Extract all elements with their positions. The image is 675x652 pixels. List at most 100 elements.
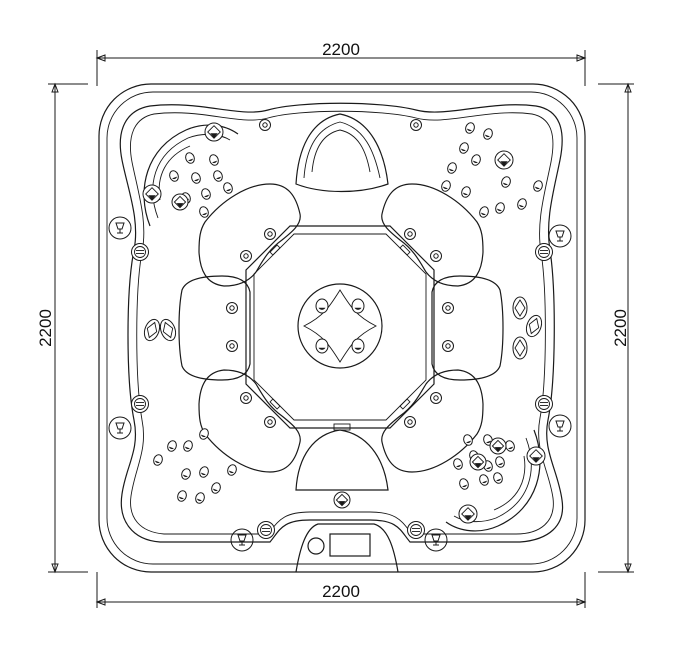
jet-small — [181, 468, 191, 480]
jet-foot — [351, 298, 365, 314]
jet-round — [226, 340, 238, 352]
air-valve-icon — [407, 521, 425, 539]
air-valve-icon — [535, 395, 553, 413]
jet-small — [177, 490, 187, 502]
jet-small — [223, 182, 233, 194]
jet-round — [264, 228, 276, 240]
dimension-left-label: 2200 — [36, 309, 55, 347]
jet-round — [442, 302, 454, 314]
seat-top-left — [198, 183, 301, 287]
jet-small — [183, 440, 193, 452]
cup-holder-icon — [230, 528, 254, 552]
jet-small — [153, 454, 163, 466]
dimension-bottom: 2200 — [95, 572, 587, 608]
jet-small — [191, 172, 201, 184]
jet-small — [201, 188, 211, 200]
control-panel — [295, 523, 399, 573]
jet-round — [264, 416, 276, 428]
footrest-bottom — [295, 423, 389, 491]
jet-small — [227, 464, 237, 476]
jet-round — [442, 340, 454, 352]
jet-small — [459, 142, 469, 154]
jet-round — [240, 392, 252, 404]
jet-small — [471, 154, 481, 166]
jet-small — [493, 472, 503, 484]
cup-holder-icon — [424, 528, 448, 552]
center-foot-jet — [297, 283, 383, 369]
dimension-bottom-label: 2200 — [322, 582, 360, 601]
jet-round — [240, 250, 252, 262]
jet-diamond — [494, 150, 514, 170]
jet-round — [226, 302, 238, 314]
jet-small — [199, 466, 209, 478]
jet-small — [501, 176, 511, 188]
jet-oval-large — [512, 296, 528, 320]
jet-small — [463, 434, 473, 446]
dimension-top-label: 2200 — [322, 40, 360, 59]
jet-oval-large — [525, 314, 543, 338]
jet-small — [213, 170, 223, 182]
cup-holder-icon — [548, 224, 572, 248]
jets-layer — [142, 119, 546, 524]
jet-small — [185, 152, 195, 164]
seat-left — [178, 275, 251, 381]
jet-small — [483, 128, 493, 140]
lounge-arc-top-left — [143, 124, 239, 227]
air-valve-icon — [535, 243, 553, 261]
jet-oval-large — [159, 318, 177, 342]
jet-diamond — [526, 446, 546, 466]
jet-diamond — [458, 504, 478, 524]
jet-small — [517, 198, 527, 210]
jet-small — [169, 170, 179, 182]
jet-small — [167, 440, 177, 452]
jet-small — [199, 428, 209, 440]
jet-small — [505, 440, 515, 452]
jet-small — [459, 478, 469, 490]
jet-small — [441, 180, 451, 192]
jet-small — [479, 474, 489, 486]
seat-bottom-right — [381, 369, 484, 473]
cup-holder-icon — [108, 216, 132, 240]
jet-small — [195, 492, 205, 504]
air-valve-icon — [131, 243, 149, 261]
jet-small — [465, 122, 475, 134]
air-valve-icon — [131, 395, 149, 413]
jet-foot — [315, 298, 329, 314]
jet-foot — [351, 338, 365, 354]
jet-diamond — [171, 193, 189, 211]
jet-small — [479, 206, 489, 218]
jet-small — [211, 482, 221, 494]
jet-small — [209, 154, 219, 166]
cup-holder-icon — [108, 416, 132, 440]
jet-diamond — [142, 184, 162, 204]
jet-round — [259, 119, 271, 131]
air-valve-icon — [257, 521, 275, 539]
jet-small — [461, 186, 471, 198]
seat-top-right — [381, 183, 484, 287]
jet-oval-large — [143, 318, 161, 342]
jet-diamond — [469, 453, 487, 471]
jet-round — [404, 228, 416, 240]
jet-diamond — [204, 122, 224, 142]
jet-small — [453, 458, 463, 470]
cup-holders — [108, 216, 572, 552]
jet-small — [199, 206, 209, 218]
seat-right — [431, 275, 504, 381]
cup-holder-icon — [548, 414, 572, 438]
outer-shell — [98, 83, 586, 573]
jet-round — [410, 119, 422, 131]
basin-outline — [119, 102, 564, 543]
jet-oval-large — [512, 336, 528, 360]
seat-bottom-left — [198, 369, 301, 473]
footwell-octagon — [245, 225, 435, 429]
dimension-left: 2200 — [36, 82, 88, 574]
jet-round — [430, 250, 442, 262]
jet-foot — [315, 338, 329, 354]
jet-small — [533, 180, 543, 192]
jet-diamond — [333, 491, 351, 509]
dimension-top: 2200 — [95, 40, 587, 86]
jet-small — [495, 202, 505, 214]
air-valves — [131, 243, 553, 539]
jet-small — [495, 456, 505, 468]
